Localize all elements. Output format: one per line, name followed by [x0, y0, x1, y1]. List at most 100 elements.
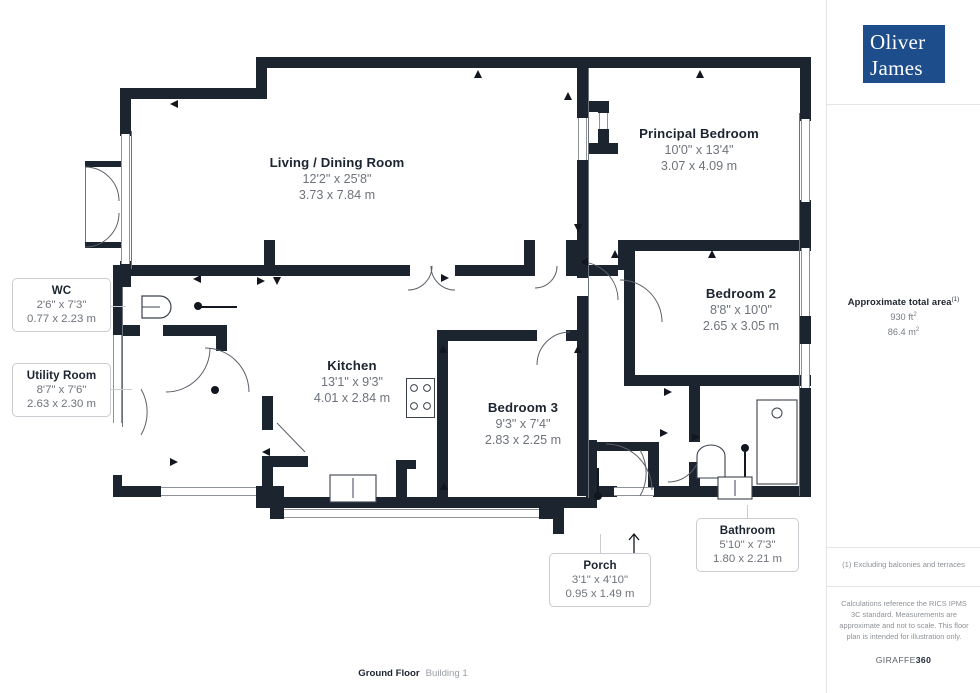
callout-leader-line [110, 389, 132, 390]
total-area-sqft-value: 930 ft [890, 312, 914, 323]
sidebar: Oliver James Approximate total area(1) 9… [826, 0, 980, 693]
callout-porch: Porch 3'1" x 4'10" 0.95 x 1.49 m [549, 553, 651, 607]
room-label-principal-bedroom: Principal Bedroom 10'0" x 13'4" 3.07 x 4… [639, 126, 759, 173]
sidebar-divider [827, 104, 980, 105]
wall-segment [697, 462, 715, 471]
wall-segment [566, 240, 577, 276]
wall-segment [256, 57, 568, 68]
wall-segment [800, 57, 811, 113]
wall-segment [113, 287, 122, 335]
wall-segment [262, 456, 308, 467]
wall-segment [577, 296, 588, 496]
wall-segment [437, 330, 448, 498]
window-opening [801, 344, 810, 388]
wall-segment [256, 497, 586, 508]
wall-inner-line [122, 287, 123, 427]
switch-symbol [211, 386, 219, 394]
sqm-superscript: 2 [915, 327, 920, 334]
wall-segment [539, 508, 553, 519]
total-area-title-text: Approximate total area [847, 296, 952, 307]
switch-stem [744, 452, 746, 482]
wall-segment [800, 113, 811, 121]
wall-segment [598, 101, 609, 113]
window-opening [801, 248, 810, 316]
wall-segment [577, 68, 588, 118]
disclaimer-text: Calculations reference the RICS IPMS 3C … [839, 599, 969, 641]
window-opening [801, 119, 810, 202]
window-opening [284, 509, 539, 518]
window-opening [578, 118, 587, 160]
wall-segment [566, 265, 618, 276]
wall-inner-line [85, 167, 86, 242]
wall-segment [262, 396, 273, 430]
wall-segment [800, 200, 811, 234]
brand-logo[interactable]: Oliver James [863, 25, 945, 83]
brand-logo-line1: Oliver [870, 30, 926, 54]
window-opening [599, 113, 608, 129]
wall-segment [216, 325, 227, 351]
brand-logo-line2: James [870, 56, 923, 80]
room-label-bedroom-3: Bedroom 3 9'3" x 7'4" 2.83 x 2.25 m [484, 400, 562, 447]
wall-segment [624, 250, 635, 385]
wall-segment [800, 316, 811, 344]
wall-segment [256, 57, 267, 99]
wall-segment [553, 523, 564, 534]
window-opening [161, 487, 256, 496]
floor-plan-drawing[interactable] [0, 0, 826, 693]
wall-segment [163, 325, 227, 336]
callout-leader-line [747, 505, 748, 519]
wall-segment [586, 440, 597, 498]
wall-segment [120, 265, 270, 276]
wall-segment [624, 375, 811, 386]
wall-segment [120, 325, 140, 336]
sidebar-divider [827, 586, 980, 587]
switch-symbol [741, 444, 749, 452]
wall-segment [524, 240, 535, 276]
callout-bathroom: Bathroom 5'10" x 7'3" 1.80 x 2.21 m [696, 518, 799, 572]
wall-segment [85, 242, 123, 248]
sqft-superscript: 2 [913, 312, 917, 318]
wall-inner-line [131, 131, 132, 269]
wall-segment [264, 240, 275, 276]
callout-wc: WC 2'6" x 7'3" 0.77 x 2.23 m [12, 278, 111, 332]
wall-segment [618, 240, 811, 251]
wall-segment [120, 88, 266, 99]
wall-segment [568, 57, 811, 68]
wall-segment [800, 388, 811, 496]
total-area-block: Approximate total area(1) 930 ft2 86.4 m… [827, 296, 980, 337]
wall-segment [85, 161, 123, 167]
wall-segment [120, 128, 131, 136]
provider-suffix: 360 [915, 655, 932, 665]
wall-segment [256, 497, 267, 508]
window-opening [614, 487, 654, 496]
sidebar-divider [827, 547, 980, 548]
wall-segment [689, 386, 700, 442]
wall-segment [689, 431, 700, 442]
total-area-sqm: 86.4 m2 [827, 327, 980, 337]
wall-segment [275, 265, 410, 276]
total-area-footnote-marker: (1) [951, 296, 960, 303]
callout-utility-room: Utility Room 8'7" x 7'6" 2.63 x 2.30 m [12, 363, 111, 417]
wall-segment [618, 240, 629, 270]
building-name: Building 1 [425, 668, 468, 679]
window-opening [113, 335, 122, 423]
wall-segment [566, 330, 588, 341]
wall-segment [648, 442, 659, 488]
wall-segment [598, 129, 609, 143]
switch-stem [597, 468, 599, 492]
callout-leader-line [110, 306, 126, 307]
wall-segment [396, 460, 407, 498]
wall-segment [270, 508, 284, 519]
callout-leader-line [600, 534, 601, 553]
wall-segment [437, 330, 537, 341]
window-opening [121, 134, 130, 264]
wall-segment [588, 143, 618, 154]
floor-name: Ground Floor [358, 668, 420, 679]
total-area-sqft: 930 ft2 [827, 312, 980, 322]
room-label-living-dining: Living / Dining Room 12'2" x 25'8" 3.73 … [269, 155, 405, 202]
wall-segment [396, 460, 416, 469]
switch-stem [197, 306, 237, 308]
wall-inner-line [799, 113, 800, 496]
wall-segment [597, 486, 617, 497]
